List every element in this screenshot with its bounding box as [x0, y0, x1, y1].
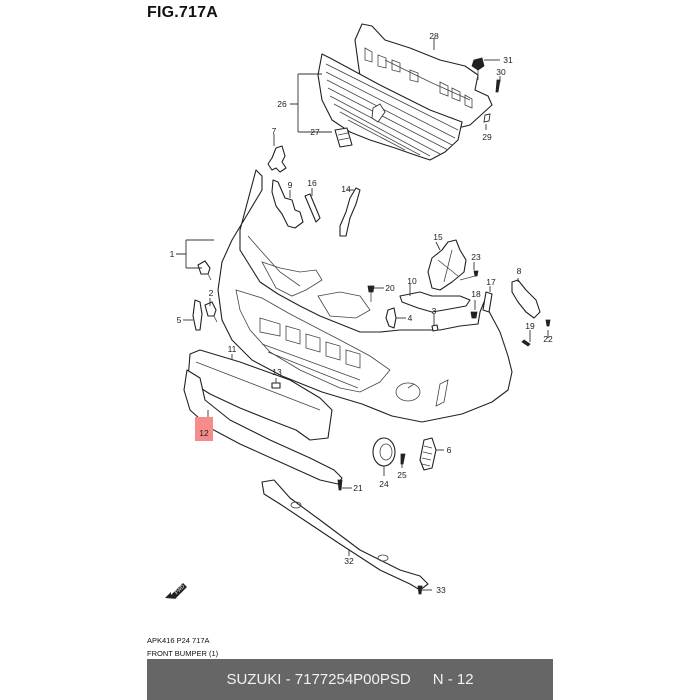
callout-31[interactable]: 31 [503, 55, 513, 65]
part-31-clip[interactable] [471, 57, 485, 80]
callout-7[interactable]: 7 [271, 126, 277, 136]
part-29-clip[interactable] [483, 113, 491, 123]
part-15-bracket[interactable] [427, 239, 467, 291]
callout-29[interactable]: 29 [482, 132, 492, 142]
part-13-clip[interactable] [271, 382, 281, 389]
callout-18[interactable]: 18 [471, 289, 481, 299]
callout-10[interactable]: 10 [407, 276, 417, 286]
part-27-emblem[interactable] [334, 127, 353, 148]
part-26-grille[interactable] [317, 53, 463, 161]
part-number: SUZUKI - 7177254P00PSD [226, 671, 411, 688]
callout-16[interactable]: 16 [307, 178, 317, 188]
leader-lines [176, 38, 549, 591]
callout-22[interactable]: 22 [543, 334, 553, 344]
part-7-bracket[interactable] [267, 145, 287, 173]
part-2-clip[interactable] [204, 301, 218, 323]
part-17-bracket[interactable] [482, 291, 493, 313]
forward-direction-arrow-icon: FWD [163, 580, 189, 607]
part-number-footer: SUZUKI - 7177254P00PSD N - 12 [147, 659, 553, 700]
callout-13[interactable]: 13 [272, 367, 282, 377]
callout-5[interactable]: 5 [176, 315, 182, 325]
figure-name-caption: FRONT BUMPER (1) [147, 649, 219, 658]
diagram-position: N - 12 [432, 671, 474, 688]
part-32-bumper-beam[interactable] [261, 479, 429, 591]
part-3-clip[interactable] [431, 324, 439, 332]
callout-21[interactable]: 21 [353, 483, 363, 493]
callout-4[interactable]: 4 [407, 313, 413, 323]
callout-9[interactable]: 9 [287, 180, 293, 190]
part-14-bracket[interactable] [339, 187, 361, 237]
callout-17[interactable]: 17 [486, 277, 496, 287]
callout-33[interactable]: 33 [436, 585, 446, 595]
part-30-screw[interactable] [495, 79, 501, 93]
callout-1[interactable]: 1 [169, 249, 175, 259]
callout-14[interactable]: 14 [341, 184, 351, 194]
part-21-screw[interactable] [337, 479, 343, 491]
part-9-side-bracket[interactable] [271, 179, 304, 229]
callout-11[interactable]: 11 [227, 344, 237, 354]
callout-15[interactable]: 15 [433, 232, 443, 242]
part-10-bracket[interactable] [399, 291, 471, 313]
callout-12-highlighted[interactable]: 12 [195, 417, 213, 441]
callout-8[interactable]: 8 [516, 266, 522, 276]
part-19-screw[interactable] [521, 339, 531, 347]
callout-2[interactable]: 2 [208, 288, 214, 298]
callout-25[interactable]: 25 [397, 470, 407, 480]
callout-3[interactable]: 3 [431, 306, 437, 316]
callout-23[interactable]: 23 [471, 252, 481, 262]
callout-27[interactable]: 27 [310, 127, 320, 137]
part-1-bumper-fascia[interactable] [217, 169, 513, 423]
part-5-bracket[interactable] [192, 299, 203, 331]
part-23-screw[interactable] [459, 270, 479, 281]
part-6-cover[interactable] [419, 437, 437, 471]
figure-title: FIG.717A [147, 4, 218, 21]
part-25-bolt[interactable] [400, 453, 406, 465]
part-4-bracket[interactable] [385, 307, 397, 329]
part-24-horn[interactable] [372, 437, 396, 467]
part-8-bracket[interactable] [511, 279, 541, 319]
callout-20[interactable]: 20 [385, 283, 395, 293]
part-22-screw[interactable] [545, 319, 551, 327]
callout-12: 12 [199, 428, 209, 438]
part-1-clip[interactable] [197, 260, 212, 281]
part-16-strip[interactable] [304, 193, 321, 223]
callout-30[interactable]: 30 [496, 67, 506, 77]
callout-6[interactable]: 6 [446, 445, 452, 455]
callout-28[interactable]: 28 [429, 31, 439, 41]
part-20-bolt[interactable] [367, 285, 375, 302]
part-11-lower-grille-panel[interactable] [187, 349, 333, 441]
callout-26[interactable]: 26 [277, 99, 287, 109]
part-18-bolt[interactable] [470, 311, 478, 319]
figure-code-caption: APK416 P24 717A [147, 636, 210, 645]
callout-19[interactable]: 19 [525, 321, 535, 331]
callout-32[interactable]: 32 [344, 556, 354, 566]
callout-24[interactable]: 24 [379, 479, 389, 489]
